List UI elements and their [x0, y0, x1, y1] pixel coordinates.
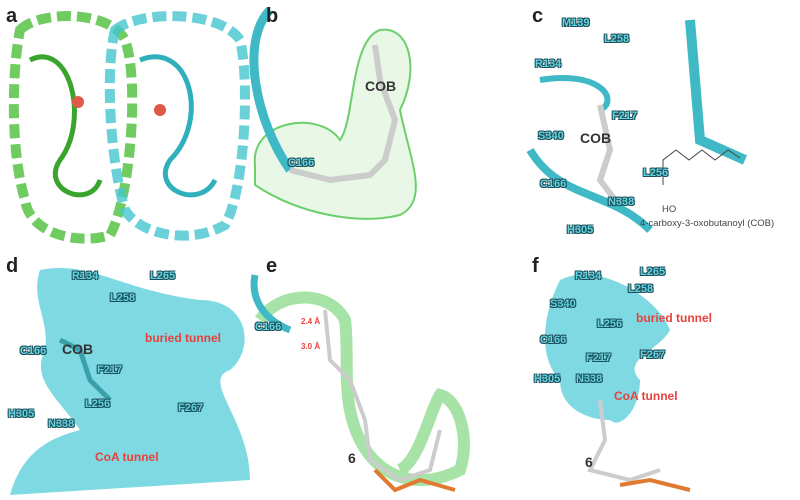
ligand-label: COB [580, 130, 612, 146]
distance-label: 3.0 Å [301, 342, 321, 351]
residue-label: C166 [540, 178, 567, 190]
ligand-label: COB [365, 78, 397, 94]
panel-label-a: a [6, 5, 18, 27]
residue-label: H305 [534, 373, 561, 385]
chemical-structure-ho: HO [662, 204, 677, 215]
chemical-structure-caption: 4-carboxy-3-oxobutanoyl (COB) [640, 218, 775, 229]
residue-label: L258 [604, 33, 630, 45]
residue-label: L265 [150, 270, 176, 282]
tunnel-surface-f [545, 274, 691, 492]
residue-label: C166 [540, 334, 567, 346]
residue-label: F217 [586, 352, 612, 364]
residue-label: R134 [72, 270, 99, 282]
residue-label: F217 [97, 364, 123, 376]
residue-label: L258 [110, 292, 136, 304]
residue-label: F267 [178, 402, 204, 414]
residue-label: F217 [612, 110, 638, 122]
residue-label: H305 [8, 408, 35, 420]
residue-label: N338 [608, 196, 635, 208]
residue-label: S340 [538, 130, 564, 142]
residue-label: C166 [288, 157, 315, 169]
protein-dimer-cartoon [8, 11, 250, 244]
residue-label: C166 [255, 321, 282, 333]
distance-label: 2.4 Å [301, 317, 321, 326]
residue-label: H305 [567, 224, 594, 236]
residue-label: L256 [597, 318, 623, 330]
residue-label: R134 [575, 270, 602, 282]
ligand-label: COB [62, 341, 94, 357]
residue-label: L256 [85, 398, 111, 410]
electron-density-mesh-e [250, 274, 470, 493]
residue-label: N338 [576, 373, 603, 385]
panel-label-f: f [532, 255, 539, 277]
residue-label: L256 [643, 167, 669, 179]
residue-label: S340 [550, 298, 576, 310]
electron-density-mesh-b [249, 6, 417, 220]
compound-label: 6 [348, 450, 356, 466]
residue-label: N338 [48, 418, 75, 430]
residue-label: L265 [640, 266, 666, 278]
active-site-c [526, 19, 748, 233]
tunnel-label: CoA tunnel [614, 389, 678, 403]
compound-label: 6 [585, 454, 593, 470]
residue-label: C166 [20, 345, 47, 357]
tunnel-label: buried tunnel [636, 311, 712, 325]
tunnel-surface-d [10, 267, 250, 495]
tunnel-label: CoA tunnel [95, 450, 159, 464]
panel-label-e: e [266, 255, 278, 277]
residue-label: R134 [535, 58, 562, 70]
panel-label-d: d [6, 255, 19, 277]
residue-label: F267 [640, 349, 666, 361]
panel-label-b: b [266, 5, 279, 27]
panel-label-c: c [532, 5, 544, 27]
residue-label: L258 [628, 283, 654, 295]
tunnel-label: buried tunnel [145, 331, 221, 345]
residue-label: M139 [562, 17, 590, 29]
